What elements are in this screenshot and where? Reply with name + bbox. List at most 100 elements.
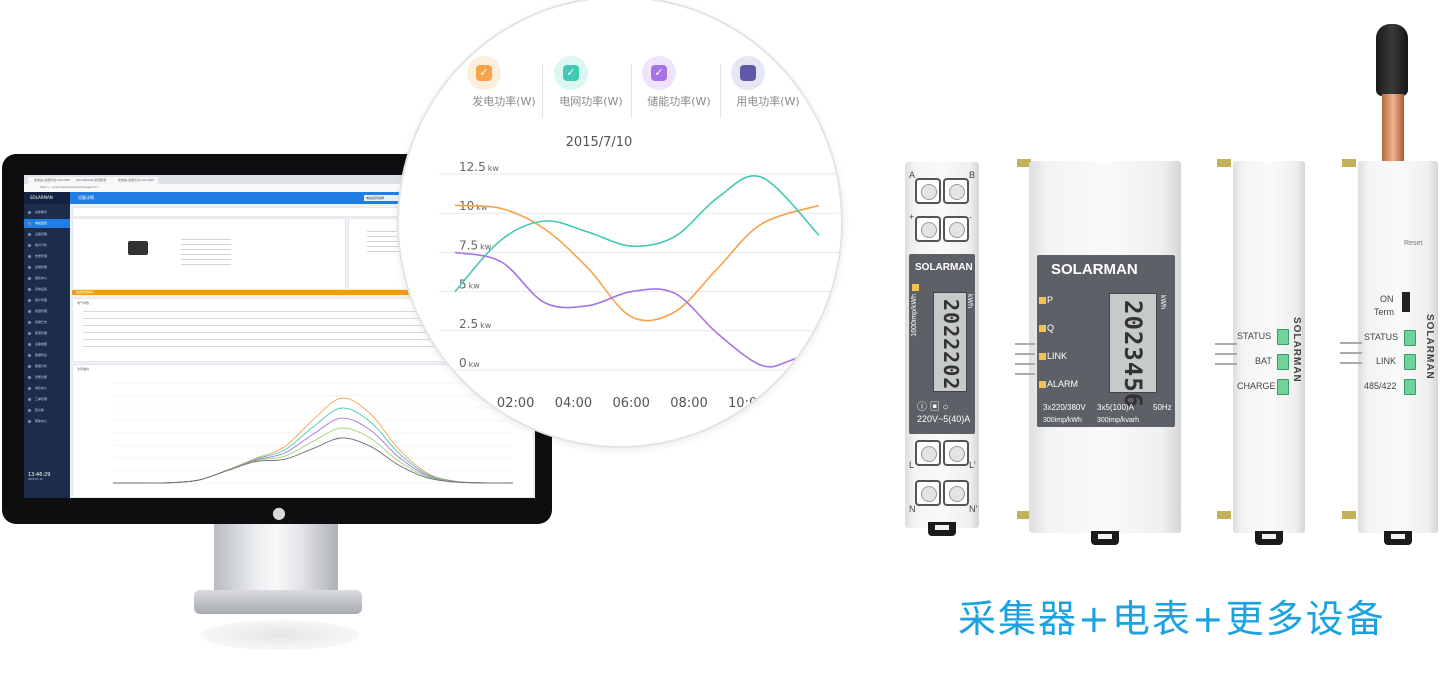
terminal-label-l: L: [909, 460, 915, 470]
meter-unit: kWh: [1159, 295, 1166, 309]
meter-front-panel: SOLARMAN P Q LINK ALARM 2023456 kWh 3x22…: [1037, 255, 1175, 427]
din-rail-clip-icon: [1217, 159, 1231, 167]
checkbox-icon: [740, 65, 756, 81]
meter-unit: kWh: [966, 294, 973, 308]
din-clip-icon: [1384, 531, 1412, 545]
meter-imp-active: 300imp/kWh: [1043, 417, 1082, 424]
meter-voltage: 3x220/380V: [1043, 403, 1086, 412]
checkbox-icon: ✓: [651, 65, 667, 81]
mini-tab-1[interactable]: 发电站-运维平台-SOLARM: [28, 177, 74, 184]
mini-nav-icon: [28, 222, 31, 225]
termination-switch[interactable]: [1402, 292, 1410, 312]
mini-nav-item[interactable]: 设备地图: [24, 340, 70, 349]
mini-device-card: [72, 218, 346, 290]
din-clip-icon: [1091, 531, 1119, 545]
mini-nav-label: 总体概览: [35, 210, 48, 214]
mini-nav-icon: [28, 321, 31, 324]
terminal-label-l-out: L': [969, 460, 976, 470]
checkbox-icon: ✓: [476, 65, 492, 81]
mini-nav-icon: [28, 277, 31, 280]
indicator-p: P: [1047, 295, 1054, 305]
mini-nav-label: 系统设置: [35, 287, 48, 291]
mini-tab-3[interactable]: 发电站-运维平台-SOLARM: [112, 177, 158, 184]
connector-pin-icon: [1215, 343, 1237, 345]
mini-nav-label: 消息中心: [35, 386, 48, 390]
mini-nav-item[interactable]: 设备管理: [24, 230, 70, 239]
status-led-icon: [1277, 329, 1289, 345]
mini-nav-label: 设备管理: [35, 232, 48, 236]
mini-nav-item[interactable]: 能源管理: [24, 329, 70, 338]
din-rail-clip-icon: [1217, 511, 1231, 519]
terminal-label-n: N: [909, 504, 916, 514]
mini-nav-item[interactable]: 总体概览: [24, 208, 70, 217]
mini-nav-item[interactable]: 帮助中心: [24, 417, 70, 426]
x-tick-label: 08:00: [670, 396, 707, 411]
meter-rating: 220V~5(40)A: [917, 414, 971, 424]
mini-nav-item[interactable]: 运维管理: [24, 263, 70, 272]
mini-nav-item[interactable]: 系统设置: [24, 285, 70, 294]
mini-nav-item[interactable]: 数据分析: [24, 362, 70, 371]
mini-nav-item[interactable]: 知识库: [24, 406, 70, 415]
chart-date-title: 2015/7/10: [565, 135, 633, 150]
mini-nav-label: 电站监控: [35, 221, 48, 225]
collector-brand: SOLARMAN: [1424, 314, 1435, 380]
mini-nav-item[interactable]: 工单管理: [24, 395, 70, 404]
din-clip-icon: [1255, 531, 1283, 545]
mini-nav-icon: [28, 398, 31, 401]
mini-plant-select[interactable]: 电站名称选择: [364, 195, 400, 201]
mini-nav-item[interactable]: 报表中心: [24, 274, 70, 283]
mini-nav-icon: [28, 211, 31, 214]
single-phase-meter: A B + - SOLARMAN 1600imp/kWh 2022202 kWh…: [905, 162, 979, 542]
meter-lcd: 2023456: [1109, 293, 1157, 408]
reset-label: Reset: [1404, 240, 1423, 247]
mini-nav-item[interactable]: 数据导出: [24, 351, 70, 360]
terminal-label-plus: +: [909, 212, 915, 222]
rs485-led-icon: [1404, 379, 1416, 395]
connector-pin-icon: [1340, 362, 1362, 364]
connector-pin-icon: [1015, 353, 1035, 355]
mini-nav-item[interactable]: 运维日志: [24, 318, 70, 327]
mini-clock: 13:46:29 2015-07-10: [28, 472, 68, 481]
mini-nav-icon: [28, 310, 31, 313]
mini-nav-icon: [28, 255, 31, 258]
terminal-label-n-out: N': [969, 504, 978, 514]
indicator-led-icon: [1039, 297, 1046, 304]
product-caption: 采集器+电表+更多设备: [958, 597, 1386, 641]
mini-nav-label: 报表中心: [35, 276, 48, 280]
connector-pin-icon: [1340, 342, 1362, 344]
mini-nav-label: 权限管理: [35, 309, 48, 313]
connector-pin-icon: [1015, 363, 1035, 365]
mini-nav-label: 数据导出: [35, 353, 48, 357]
led-label-status: STATUS: [1364, 332, 1399, 342]
meter-current: 3x5(100)A: [1097, 403, 1134, 412]
mini-nav-icon: [28, 387, 31, 390]
battery-led-icon: [1277, 354, 1289, 370]
mini-nav-item[interactable]: 电站监控: [24, 219, 70, 228]
meter-reading: 2023456: [1119, 300, 1147, 409]
antenna-connector-icon: [1382, 94, 1404, 162]
mini-nav-item[interactable]: 统计分析: [24, 241, 70, 250]
mini-chart-card: 功率曲线: [72, 364, 534, 498]
x-tick-label: 02:00: [497, 396, 534, 411]
checkbox-icon: ✓: [563, 65, 579, 81]
led-label-485: 485/422: [1364, 381, 1397, 391]
meter-imp-spec: 1600imp/kWh: [911, 294, 918, 337]
x-tick-label: 00:00: [439, 396, 476, 411]
mini-nav-label: 智能诊断: [35, 375, 48, 379]
mini-nav-icon: [28, 244, 31, 247]
mini-nav-item[interactable]: 用户管理: [24, 296, 70, 305]
meter-front-panel: SOLARMAN 1600imp/kWh 2022202 kWh 220V~5(…: [909, 254, 975, 434]
mini-nav-item[interactable]: 权限管理: [24, 307, 70, 316]
mini-nav-item[interactable]: 智能诊断: [24, 373, 70, 382]
terminal-label-minus: -: [969, 212, 972, 222]
link-led-icon: [1404, 354, 1416, 370]
mini-nav-item[interactable]: 告警管理: [24, 252, 70, 261]
mini-tab-2[interactable]: SOLARMAN-智慧能源: [70, 177, 116, 184]
mini-nav-item[interactable]: 消息中心: [24, 384, 70, 393]
mini-nav-label: 告警管理: [35, 254, 48, 258]
terminal-label-b: B: [969, 170, 976, 180]
terminal-screw-icon: [915, 440, 941, 466]
